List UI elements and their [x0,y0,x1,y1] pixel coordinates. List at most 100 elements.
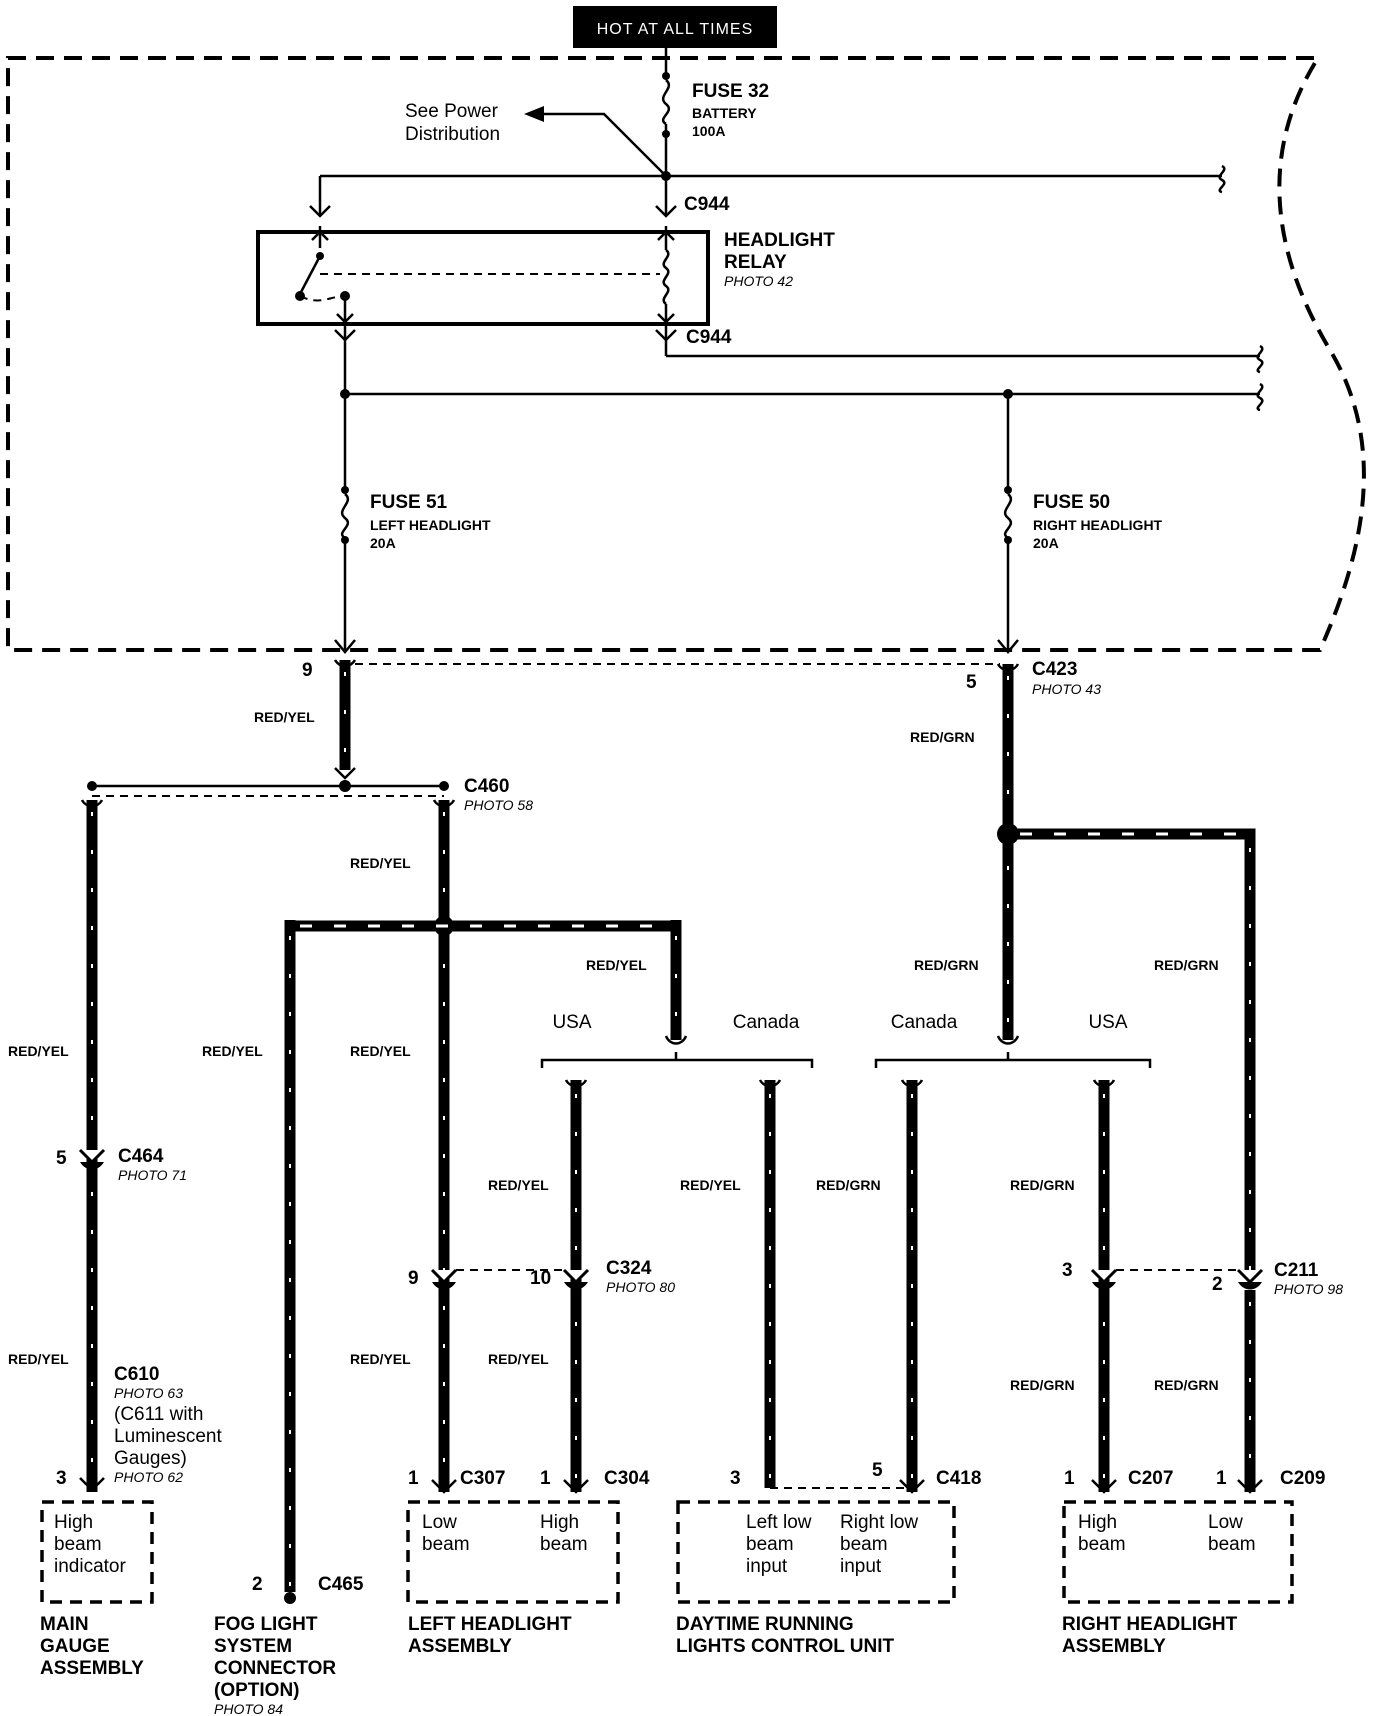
c307-label: C307 [460,1468,505,1489]
c307-pin: 1 [408,1468,419,1489]
c209-label: C209 [1280,1468,1325,1489]
fuse-51-rating: 20A [370,535,396,551]
lh-low-line2: beam [422,1534,470,1555]
drl-name-line1: DAYTIME RUNNING [676,1614,854,1635]
wire-label: RED/YEL [350,855,411,871]
lh-high-line2: beam [540,1534,588,1555]
drl-control-unit: Left low beam input Right low beam input… [676,1500,956,1657]
main-gauge-assembly: High beam indicator MAIN GAUGE ASSEMBLY [40,1500,154,1679]
relay-name-line1: HEADLIGHT [724,230,835,251]
c460-photo: PHOTO 58 [464,797,533,813]
fog-name-line4: (OPTION) [214,1680,300,1701]
wire-label: RED/YEL [586,957,647,973]
wire-label: RED/GRN [1154,957,1219,973]
drl-right-line2: beam [840,1534,888,1555]
fuse-51-desc: LEFT HEADLIGHT [370,517,491,533]
drl-left-line3: input [746,1556,788,1577]
c944-top-label: C944 [684,194,730,215]
hot-at-all-times-label: HOT AT ALL TIMES [597,21,754,38]
c611-photo: PHOTO 62 [114,1469,183,1485]
main-gauge-name-line2: GAUGE [40,1636,110,1657]
drl-name-line2: LIGHTS CONTROL UNIT [676,1636,895,1657]
headlight-relay: HEADLIGHT RELAY PHOTO 42 [256,226,835,326]
wire-label: RED/YEL [488,1177,549,1193]
connector-c423: 9 5 C423 PHOTO 43 [302,639,1101,697]
c611-line2: Luminescent [114,1426,222,1447]
fuse-50-name: FUSE 50 [1033,492,1110,513]
c211-pin-right: 2 [1212,1274,1223,1295]
rh-high-line1: High [1078,1512,1117,1533]
fuse-32-desc: BATTERY [692,105,757,121]
fog-name-line1: FOG LIGHT [214,1614,318,1635]
c611-line1: (C611 with [114,1404,203,1425]
c418-pin-left: 3 [730,1468,741,1489]
wire-label: RED/YEL [8,1043,69,1059]
harness-wires [78,659,1264,1604]
fog-name-line3: CONNECTOR [214,1658,336,1679]
c211-pin-left: 3 [1062,1260,1073,1281]
rh-name-line2: ASSEMBLY [1062,1636,1166,1657]
lh-name-line1: LEFT HEADLIGHT [408,1614,572,1635]
rh-low-line1: Low [1208,1512,1243,1533]
variant-usa-right: USA [1088,1012,1127,1033]
hot-at-all-times-header: HOT AT ALL TIMES [573,6,777,48]
main-gauge-name-line3: ASSEMBLY [40,1658,144,1679]
wire-continuation-icon [1256,344,1264,374]
wire-label: RED/YEL [488,1351,549,1367]
rh-name-line1: RIGHT HEADLIGHT [1062,1614,1238,1635]
fuse-32-rating: 100A [692,123,725,139]
lh-low-line1: Low [422,1512,457,1533]
c211-label: C211 [1274,1260,1319,1281]
c460-label: C460 [464,776,509,797]
variant-usa-left: USA [552,1012,591,1033]
wire-label: RED/YEL [8,1351,69,1367]
main-gauge-name-line1: MAIN [40,1614,89,1635]
drl-left-line2: beam [746,1534,794,1555]
fuse-relay-box-boundary [6,56,1366,652]
relay-photo: PHOTO 42 [724,273,793,289]
c418-label: C418 [936,1468,981,1489]
wire-label: RED/GRN [1154,1377,1219,1393]
right-headlight-assembly: High beam Low beam RIGHT HEADLIGHT ASSEM… [1062,1500,1294,1657]
c464-pin: 5 [56,1148,67,1169]
drl-left-line1: Left low [746,1512,812,1533]
fuse-32: FUSE 32 BATTERY 100A [661,48,769,176]
wire-continuation-icon [1256,382,1264,412]
relay-name-line2: RELAY [724,252,787,273]
main-gauge-box-line3: indicator [54,1556,126,1577]
variant-canada-left: Canada [733,1012,800,1033]
fuse-51-name: FUSE 51 [370,492,448,513]
fog-photo: PHOTO 84 [214,1701,283,1716]
fuse-50-rating: 20A [1033,535,1059,551]
c324-photo: PHOTO 80 [606,1279,675,1295]
wire-label: RED/GRN [914,957,979,973]
c211-photo: PHOTO 98 [1274,1281,1343,1297]
c324-pin-right: 10 [530,1268,551,1289]
c423-label: C423 [1032,659,1077,680]
wire-label: RED/YEL [680,1177,741,1193]
fog-light-connector: FOG LIGHT SYSTEM CONNECTOR (OPTION) PHOT… [214,1614,336,1716]
wire-label: RED/YEL [350,1351,411,1367]
see-power-line2: Distribution [405,124,500,145]
c423-photo: PHOTO 43 [1032,681,1101,697]
main-gauge-box-line1: High [54,1512,93,1533]
c324-pin-left: 9 [408,1268,419,1289]
c304-label: C304 [604,1468,650,1489]
fuse-32-name: FUSE 32 [692,81,769,102]
c324-label: C324 [606,1258,652,1279]
wire-label: RED/GRN [816,1177,881,1193]
fuse-50: FUSE 50 RIGHT HEADLIGHT 20A [1003,394,1163,650]
wire-label: RED/GRN [1010,1377,1075,1393]
c207-label: C207 [1128,1468,1173,1489]
drl-right-line3: input [840,1556,882,1577]
wire-label: RED/GRN [1010,1177,1075,1193]
c610-photo: PHOTO 63 [114,1385,183,1401]
lh-name-line2: ASSEMBLY [408,1636,512,1657]
c209-pin: 1 [1216,1468,1227,1489]
drl-right-line1: Right low [840,1512,918,1533]
fuse-51: FUSE 51 LEFT HEADLIGHT 20A [340,486,491,650]
left-headlight-assembly: Low beam High beam LEFT HEADLIGHT ASSEMB… [406,1500,620,1657]
c304-pin: 1 [540,1468,551,1489]
connector-labels: C460 PHOTO 58 5 C464 PHOTO 71 C610 PHOTO… [56,776,1343,1595]
fog-name-line2: SYSTEM [214,1636,292,1657]
